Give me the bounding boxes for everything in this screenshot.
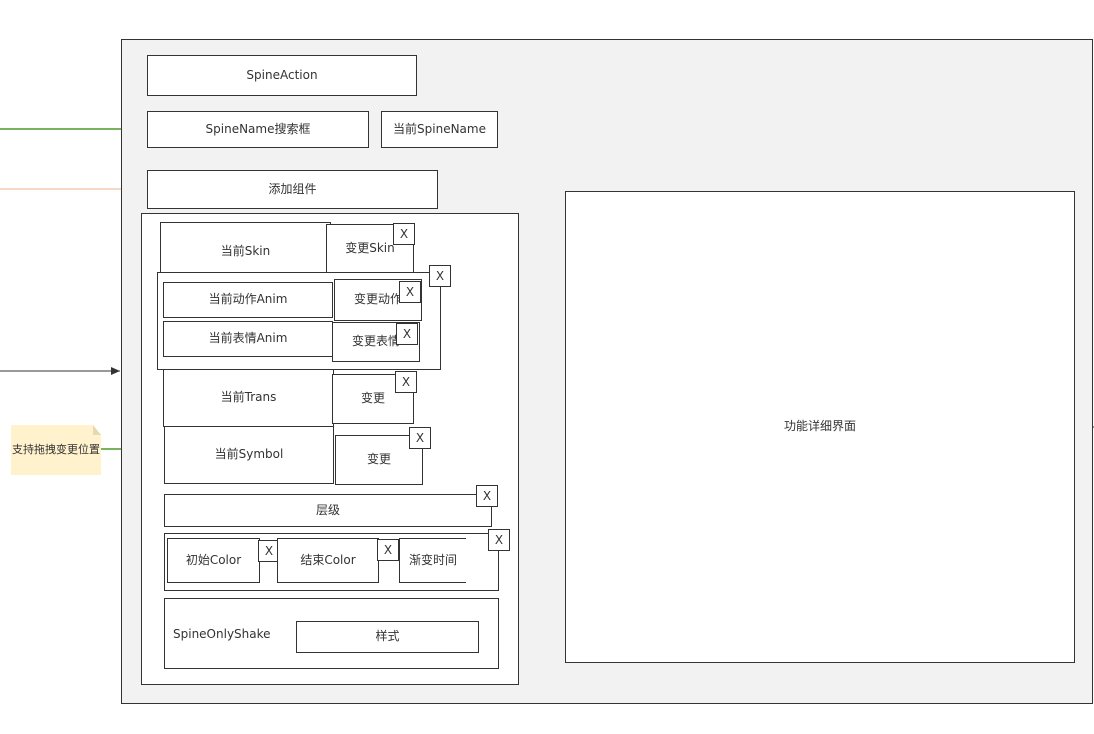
close-trans-icon[interactable]: X [395,371,417,393]
close-animation-group-icon[interactable]: X [429,265,451,287]
current-expression-anim-label: 当前表情Anim [163,321,333,357]
style-field[interactable]: 样式 [296,621,479,653]
initial-color-field[interactable]: 初始Color [167,538,260,583]
spine-only-shake-label: SpineOnlyShake [173,627,271,641]
drag-note: 支持拖拽变更位置 [11,425,101,475]
change-symbol-button[interactable]: 变更 [335,435,423,485]
add-component-button[interactable]: 添加组件 [147,170,438,209]
close-symbol-icon[interactable]: X [409,427,431,449]
layer-field[interactable]: 层级 [164,494,492,527]
spine-name-search-input[interactable]: SpineName搜索框 [147,111,369,148]
current-spine-name-label: 当前SpineName [381,111,498,148]
spine-action-title: SpineAction [147,55,417,96]
end-color-field[interactable]: 结束Color [277,538,379,583]
close-action-icon[interactable]: X [399,281,421,303]
close-layer-icon[interactable]: X [476,485,498,507]
close-color-group-icon[interactable]: X [488,529,510,551]
close-expression-icon[interactable]: X [396,323,418,345]
close-skin-icon[interactable]: X [393,223,415,245]
gradient-time-field[interactable]: 渐变时间 [399,538,466,583]
note-fold-corner [93,425,101,435]
current-action-anim-label: 当前动作Anim [163,282,333,318]
close-end-color-icon[interactable]: X [377,539,399,561]
current-symbol-label: 当前Symbol [164,426,334,484]
function-detail-panel: 功能详细界面 [565,191,1075,663]
current-trans-label: 当前Trans [163,369,334,427]
